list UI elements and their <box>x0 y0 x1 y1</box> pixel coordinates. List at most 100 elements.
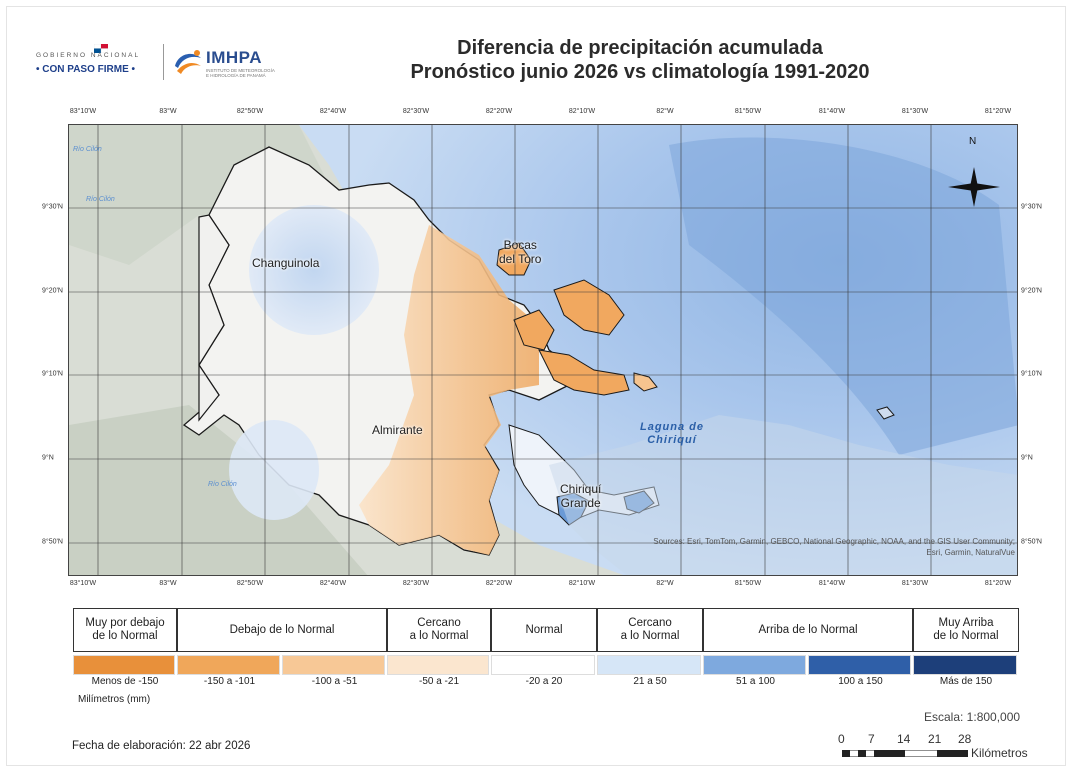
peninsula-valiente <box>538 349 630 396</box>
lat-tick: 9°30'N <box>1021 203 1042 211</box>
river-label: Río Cilón <box>73 146 102 153</box>
page-frame <box>6 6 1066 766</box>
legend-header-cercano-bajo: Cercano a lo Normal <box>387 608 491 652</box>
scalebar-unit: Kilómetros <box>971 746 1028 760</box>
map-canvas <box>69 125 1017 575</box>
map-sources: Sources: Esri, TomTom, Garmin, GEBCO, Na… <box>653 537 1015 557</box>
lon-tick: 81°50'W <box>734 108 762 115</box>
legend-swatch <box>597 655 701 675</box>
imhpa-title: IMHPA <box>206 48 263 67</box>
lon-tick: 82°W <box>656 580 674 587</box>
north-arrow-icon <box>948 167 1000 207</box>
lon-tick: 81°30'W <box>901 108 929 115</box>
lon-tick: 82°W <box>656 108 674 115</box>
lat-tick: 9°N <box>1021 454 1033 462</box>
scalebar-number: 0 <box>838 732 845 746</box>
legend-swatch <box>282 655 385 675</box>
orange-deficit-band <box>359 225 539 555</box>
escudo-island <box>876 406 895 420</box>
lat-tick: 9°20'N <box>1021 287 1042 295</box>
sea-deep <box>669 137 1017 455</box>
legend-header-arriba: Arriba de lo Normal <box>703 608 913 652</box>
graticule <box>69 125 1017 575</box>
gobierno-text: GOBIERNO NACIONAL <box>36 52 141 59</box>
scalebar-number: 28 <box>958 732 972 746</box>
lon-tick: 82°20'W <box>485 580 513 587</box>
legend-label: 51 a 100 <box>736 676 775 687</box>
legend-units: Milímetros (mm) <box>78 694 151 705</box>
lon-tick: 82°30'W <box>402 580 430 587</box>
logo-separator <box>163 44 164 80</box>
legend-label: -150 a -101 <box>203 676 256 687</box>
lon-tick: 82°20'W <box>485 108 513 115</box>
scalebar-number: 21 <box>928 732 942 746</box>
mainland-coast <box>549 415 1017 575</box>
changuinola-blue-zone <box>249 205 379 335</box>
legend-header-muy-arriba: Muy Arriba de lo Normal <box>913 608 1019 652</box>
lon-tick: 81°20'W <box>984 108 1012 115</box>
lon-tick: 83°10'W <box>69 580 97 587</box>
legend-header-muy-debajo: Muy por debajo de lo Normal <box>73 608 177 652</box>
lon-tick: 82°10'W <box>568 580 596 587</box>
lon-tick: 82°30'W <box>402 108 430 115</box>
legend-label: -100 a -51 <box>311 676 358 687</box>
legend-swatch <box>913 655 1017 675</box>
bastimentos-island <box>513 309 555 351</box>
colon-island <box>553 279 625 336</box>
imhpa-logo: IMHPA INSTITUTO DE METEOROLOGÍA E HIDROL… <box>172 44 282 84</box>
panama-flag-icon <box>94 44 108 53</box>
lon-tick: 82°50'W <box>236 580 264 587</box>
lon-tick: 83°W <box>159 580 177 587</box>
legend-label: -50 a -21 <box>418 676 460 687</box>
scalebar <box>842 750 968 757</box>
place-bocas-del-toro: Bocas del Toro <box>499 238 542 266</box>
lat-tick: 9°N <box>42 454 54 462</box>
lon-tick: 81°20'W <box>984 580 1012 587</box>
legend-label: Menos de -150 <box>91 676 159 687</box>
gobierno-logo: GOBIERNO NACIONAL • CON PASO FIRME • <box>36 44 161 82</box>
map-scale-text: Escala: 1:800,000 <box>924 710 1021 724</box>
legend-swatch <box>387 655 489 675</box>
map-title: Diferencia de precipitación acumulada Pr… <box>290 36 990 84</box>
fecha-elaboracion: Fecha de elaboración: 22 abr 2026 <box>72 740 251 752</box>
lon-tick: 82°10'W <box>568 108 596 115</box>
lat-tick: 8°50'N <box>42 538 63 546</box>
lat-tick: 8°50'N <box>1021 538 1042 546</box>
title-line-1: Diferencia de precipitación acumulada <box>457 37 823 59</box>
legend-label: 100 a 150 <box>838 676 883 687</box>
imhpa-swirl-icon <box>175 50 201 74</box>
southwest-blue-zone <box>229 420 319 520</box>
lon-tick: 82°50'W <box>236 108 264 115</box>
scalebar-number: 7 <box>868 732 875 746</box>
lon-tick: 83°W <box>159 108 177 115</box>
lon-tick: 81°40'W <box>818 108 846 115</box>
bocas-island <box>496 242 532 276</box>
place-almirante: Almirante <box>372 423 423 437</box>
lon-tick: 82°40'W <box>319 108 347 115</box>
lon-tick: 81°40'W <box>818 580 846 587</box>
legend-label: 21 a 50 <box>633 676 667 687</box>
lon-tick: 83°10'W <box>69 108 97 115</box>
legend-swatch <box>73 655 175 675</box>
legend-swatch <box>703 655 806 675</box>
lat-tick: 9°10'N <box>42 370 63 378</box>
river-label: Río Cilón <box>208 481 237 488</box>
scalebar-number: 14 <box>897 732 911 746</box>
title-line-2: Pronóstico junio 2026 vs climatología 19… <box>410 61 870 83</box>
legend-label: -20 a 20 <box>525 676 563 687</box>
place-changuinola: Changuinola <box>252 256 320 270</box>
terrain-shade-2 <box>69 405 368 575</box>
west-extension <box>198 214 230 422</box>
legend-swatch <box>491 655 595 675</box>
legend-header-cercano-alto: Cercano a lo Normal <box>597 608 703 652</box>
sea-label-laguna: Laguna de Chiriquí <box>640 421 705 446</box>
legend-header-normal: Normal <box>491 608 597 652</box>
lon-tick: 82°40'W <box>319 580 347 587</box>
lon-tick: 81°50'W <box>734 580 762 587</box>
river-label: Río Cilón <box>86 196 115 203</box>
legend-swatch <box>177 655 280 675</box>
lat-tick: 9°10'N <box>1021 370 1042 378</box>
north-label: N <box>969 136 977 147</box>
small-east-island <box>633 372 658 392</box>
con-paso-firme-text: • CON PASO FIRME • <box>36 64 136 75</box>
